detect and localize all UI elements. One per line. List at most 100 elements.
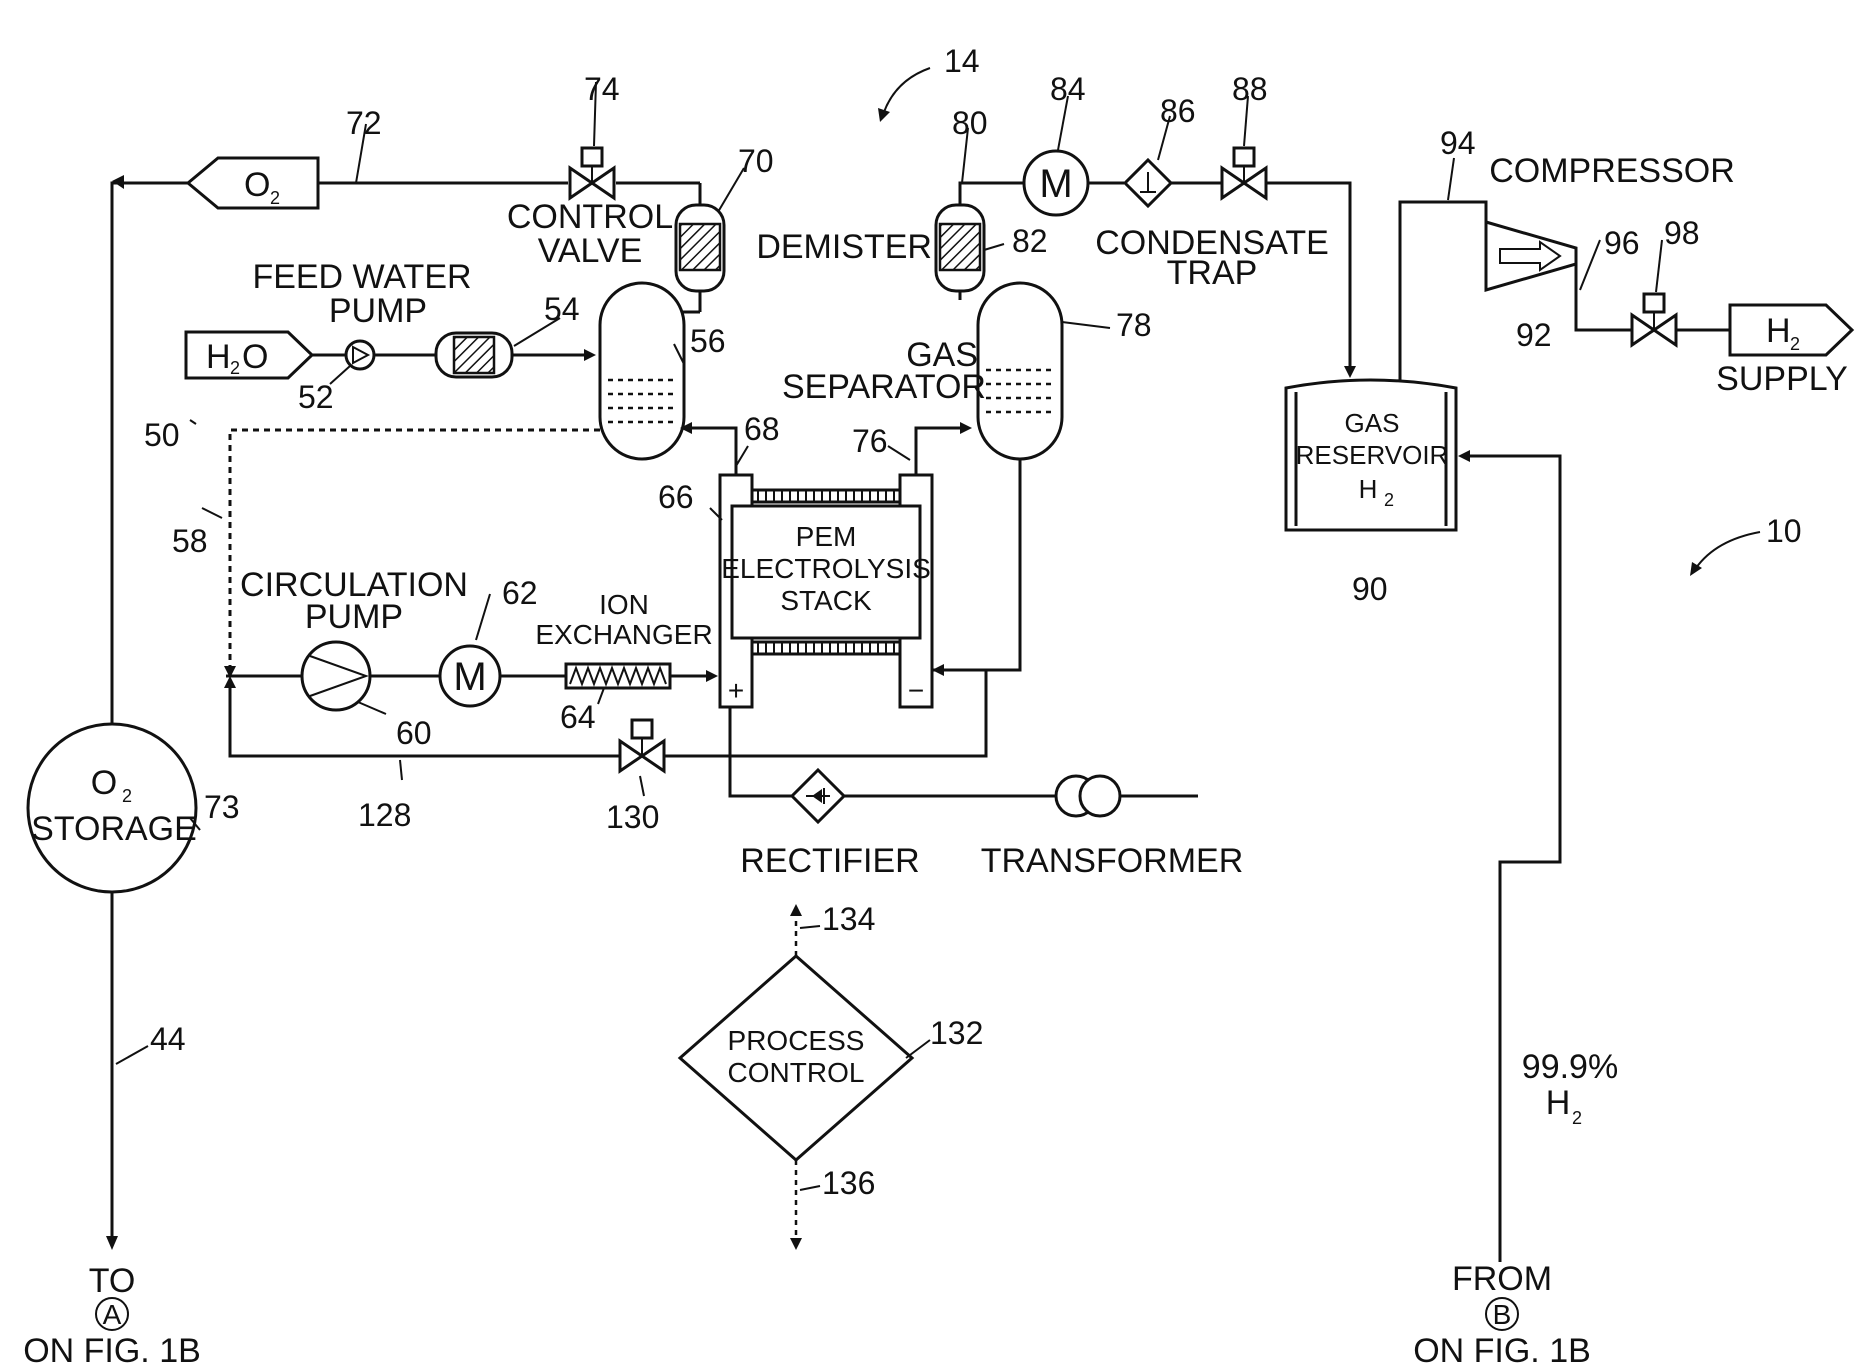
ref-94: 94: [1440, 125, 1476, 161]
process-control-label-2: CONTROL: [728, 1057, 865, 1088]
motor-84-label: M: [1039, 162, 1072, 206]
ref-98: 98: [1664, 215, 1700, 251]
ref-92: 92: [1516, 317, 1552, 353]
ref-68: 68: [744, 411, 780, 447]
reservoir-to-compressor-line-94: [1400, 202, 1486, 382]
from-label: FROM: [1452, 1260, 1552, 1298]
rectifier-label: RECTIFIER: [740, 842, 919, 880]
purity-label: 99.9%: [1522, 1048, 1618, 1086]
ref-74: 74: [584, 71, 620, 107]
cathode-outlet-line-76: [916, 422, 972, 475]
ref-14: 14: [944, 43, 980, 79]
reservoir-label-1: GAS: [1345, 408, 1400, 438]
ref-78: 78: [1116, 307, 1152, 343]
pem-electrolysis-stack: PEM ELECTROLYSIS STACK + −: [720, 475, 932, 707]
anode-outlet-line-68: [680, 422, 736, 475]
ref-132: 132: [930, 1015, 983, 1051]
o2-storage-subscript: 2: [122, 786, 132, 806]
stack-label-1: PEM: [796, 521, 857, 552]
cathode-return-line: [932, 459, 1020, 676]
reservoir-label-2: RESERVOIR: [1296, 440, 1449, 470]
circulation-pump-label-2: PUMP: [305, 598, 403, 636]
ref-80: 80: [952, 105, 988, 141]
ref-96: 96: [1604, 225, 1640, 261]
motor-62-label: M: [453, 655, 486, 699]
circulation-loop: M: [226, 642, 718, 710]
demister-label: DEMISTER: [756, 228, 932, 266]
connector-a: A: [103, 1299, 122, 1330]
hydrogen-return-line: [1458, 450, 1560, 1262]
feed-water-line: [312, 333, 596, 377]
transformer-label: TRANSFORMER: [981, 842, 1244, 880]
ref-44: 44: [150, 1021, 186, 1057]
control-valve-label-2: VALVE: [538, 232, 643, 270]
ref-58: 58: [172, 523, 208, 559]
feed-water-pump-label-2: PUMP: [329, 292, 427, 330]
reservoir-label-3: H: [1359, 474, 1378, 504]
ref-84: 84: [1050, 71, 1086, 107]
to-fig-label: ON FIG. 1B: [23, 1332, 201, 1370]
power-supply-line: [730, 707, 1198, 822]
supply-label: SUPPLY: [1716, 360, 1848, 398]
ion-exchanger-label-2: EXCHANGER: [535, 619, 712, 650]
motor-84: M: [1024, 151, 1124, 215]
ref-72: 72: [346, 105, 382, 141]
reservoir-subscript: 2: [1384, 490, 1394, 510]
control-valve-74: [570, 148, 614, 198]
ref-66: 66: [658, 479, 694, 515]
gas-reservoir-90: GAS RESERVOIR H 2: [1286, 380, 1456, 530]
ref-70: 70: [738, 143, 774, 179]
o2-subscript: 2: [270, 188, 280, 208]
o2-storage-73: O 2 STORAGE: [28, 724, 197, 1250]
purity-subscript: 2: [1572, 1108, 1582, 1128]
condensate-trap-86: [1125, 160, 1222, 206]
o2-storage-o: O: [91, 764, 117, 802]
control-valve-label-1: CONTROL: [507, 198, 673, 236]
subsystem-pointer-14: [878, 68, 930, 122]
o2-storage-label: STORAGE: [31, 810, 197, 848]
h2o-h: H: [206, 338, 231, 376]
ref-56: 56: [690, 323, 726, 359]
ref-54: 54: [544, 291, 580, 327]
ref-82: 82: [1012, 223, 1048, 259]
ref-73: 73: [204, 789, 240, 825]
water-inlet-tag: H 2 O: [186, 332, 312, 378]
ion-exchanger-label-1: ION: [599, 589, 649, 620]
ref-50: 50: [144, 417, 180, 453]
h2o-o: O: [242, 338, 268, 376]
condensate-trap-label-2: TRAP: [1167, 254, 1258, 292]
h2-supply-subscript: 2: [1790, 334, 1800, 354]
ref-76: 76: [852, 423, 888, 459]
ref-134: 134: [822, 901, 875, 937]
compressor-label: COMPRESSOR: [1489, 152, 1735, 190]
ref-10: 10: [1766, 513, 1802, 549]
stack-label-2: ELECTROLYSIS: [721, 553, 931, 584]
anode-plus: +: [728, 675, 744, 706]
ref-60: 60: [396, 715, 432, 751]
hydrogen-separator-78: [978, 283, 1062, 459]
ref-52: 52: [298, 379, 334, 415]
ref-64: 64: [560, 699, 596, 735]
purity-h: H: [1546, 1084, 1571, 1122]
process-control-label-1: PROCESS: [728, 1025, 865, 1056]
o2-outlet-tag: O 2: [188, 158, 318, 208]
feed-water-pump-label-1: FEED WATER: [252, 258, 471, 296]
h2-supply-h: H: [1766, 312, 1791, 350]
cathode-minus: −: [908, 675, 924, 706]
ref-86: 86: [1160, 93, 1196, 129]
valve-98: [1632, 294, 1730, 345]
ref-88: 88: [1232, 71, 1268, 107]
demister-70: [676, 205, 724, 312]
from-fig-label: ON FIG. 1B: [1413, 1332, 1591, 1370]
h2o-subscript: 2: [230, 358, 240, 378]
ref-90: 90: [1352, 571, 1388, 607]
oxygen-separator-56: [600, 283, 684, 459]
stack-label-3: STACK: [780, 585, 872, 616]
to-label: TO: [89, 1262, 136, 1300]
ref-130: 130: [606, 799, 659, 835]
h2-supply-tag: H 2 SUPPLY: [1716, 305, 1852, 398]
gas-separator-label-2: SEPARATOR: [782, 368, 986, 406]
ref-128: 128: [358, 797, 411, 833]
connector-b: B: [1493, 1299, 1512, 1330]
system-pointer-10: [1690, 532, 1760, 576]
